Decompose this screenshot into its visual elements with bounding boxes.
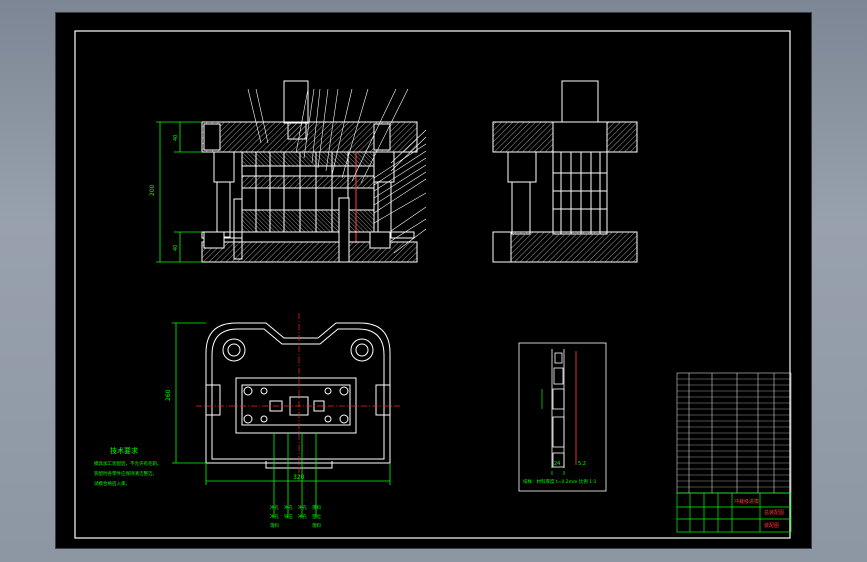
dim-strip-side: 5.2 — [578, 461, 586, 467]
tech-requirement-line-1: 模具加工装配后，不允许有毛刺。 — [94, 460, 162, 467]
side-section-view — [492, 80, 638, 263]
lower-die-plan-view — [205, 322, 391, 469]
title-block — [676, 492, 792, 533]
tech-requirement-line-3: 试模合格后入库。 — [94, 480, 130, 487]
plan-view-centerlines — [196, 313, 401, 481]
part-leader-lines — [247, 88, 427, 254]
svg-text:冲孔: 冲孔 — [284, 504, 293, 511]
dim-front-top: 40 — [173, 135, 179, 141]
strip-layout-note: 排样：材料厚度 t=0.2mm 比例 1:1 — [523, 478, 597, 485]
svg-text:落料: 落料 — [312, 504, 321, 511]
drawing-border — [74, 30, 791, 539]
title-block-company: 总装配图 — [764, 509, 784, 516]
svg-text:冲孔: 冲孔 — [298, 504, 307, 511]
front-view-dimensions — [156, 121, 202, 263]
dim-plan-width: 320 — [293, 474, 305, 481]
svg-text:冲孔: 冲孔 — [270, 504, 279, 511]
tech-requirement-line-2: 装配时各零件应保持清洁整洁。 — [94, 470, 157, 477]
dim-front-height: 200 — [149, 184, 156, 196]
dim-front-bottom: 40 — [173, 245, 179, 251]
dim-plan-height: 260 — [165, 389, 172, 401]
dim-strip-width: 24 — [554, 461, 560, 467]
tech-requirements-title: 技术要求 — [110, 446, 138, 455]
plan-view-dimensions — [172, 322, 391, 518]
parts-list-rows — [677, 378, 791, 488]
front-section-view — [201, 80, 418, 263]
svg-text:落料: 落料 — [312, 522, 321, 529]
svg-text:落料: 落料 — [270, 522, 279, 529]
title-block-drawing-name: 冲裁级进模 — [734, 498, 759, 505]
strip-layout-dimensions — [541, 389, 565, 475]
svg-text:冲孔: 冲孔 — [270, 513, 279, 520]
strip-layout-drawing — [551, 349, 577, 468]
bottom-callout-labels: 冲孔 冲孔 落料 冲孔 导正 冲孔 冲孔 落料 空位 落料 — [270, 504, 321, 529]
svg-text:空位: 空位 — [312, 513, 321, 520]
cad-drawing-canvas[interactable]: 200 40 40 — [56, 13, 811, 548]
title-block-sheet: 装配图 — [764, 522, 779, 529]
svg-text:冲孔: 冲孔 — [298, 513, 307, 520]
strip-layout-frame — [518, 342, 607, 492]
svg-text:导正: 导正 — [284, 514, 293, 520]
